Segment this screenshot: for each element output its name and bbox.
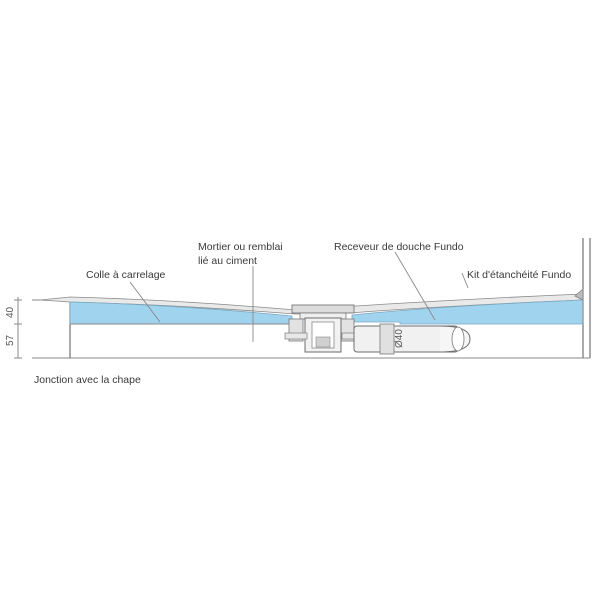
dimension-57-label: 57 bbox=[5, 334, 16, 346]
pipe-diameter-label: Ø40 bbox=[394, 329, 405, 348]
leader-kit bbox=[461, 272, 469, 289]
leader-receveur bbox=[394, 251, 436, 321]
dimension-40-label: 40 bbox=[5, 306, 16, 318]
wall bbox=[582, 238, 591, 358]
shower-tray-body-right bbox=[351, 299, 584, 325]
label-kit: Kit d'étanchéité Fundo bbox=[467, 269, 571, 281]
label-jonction: Jonction avec la chape bbox=[34, 374, 141, 386]
label-receveur: Receveur de douche Fundo bbox=[334, 241, 464, 253]
label-mortier-line2: lié au ciment bbox=[198, 255, 257, 267]
drain-assembly bbox=[284, 304, 357, 353]
leader-colle bbox=[129, 281, 161, 323]
label-colle: Colle à carrelage bbox=[86, 269, 166, 281]
dimension-lines bbox=[14, 297, 22, 359]
label-mortier-line1: Mortier ou remblai bbox=[198, 241, 283, 253]
shower-tray-body bbox=[69, 301, 293, 325]
outlet-pipe bbox=[353, 323, 471, 355]
